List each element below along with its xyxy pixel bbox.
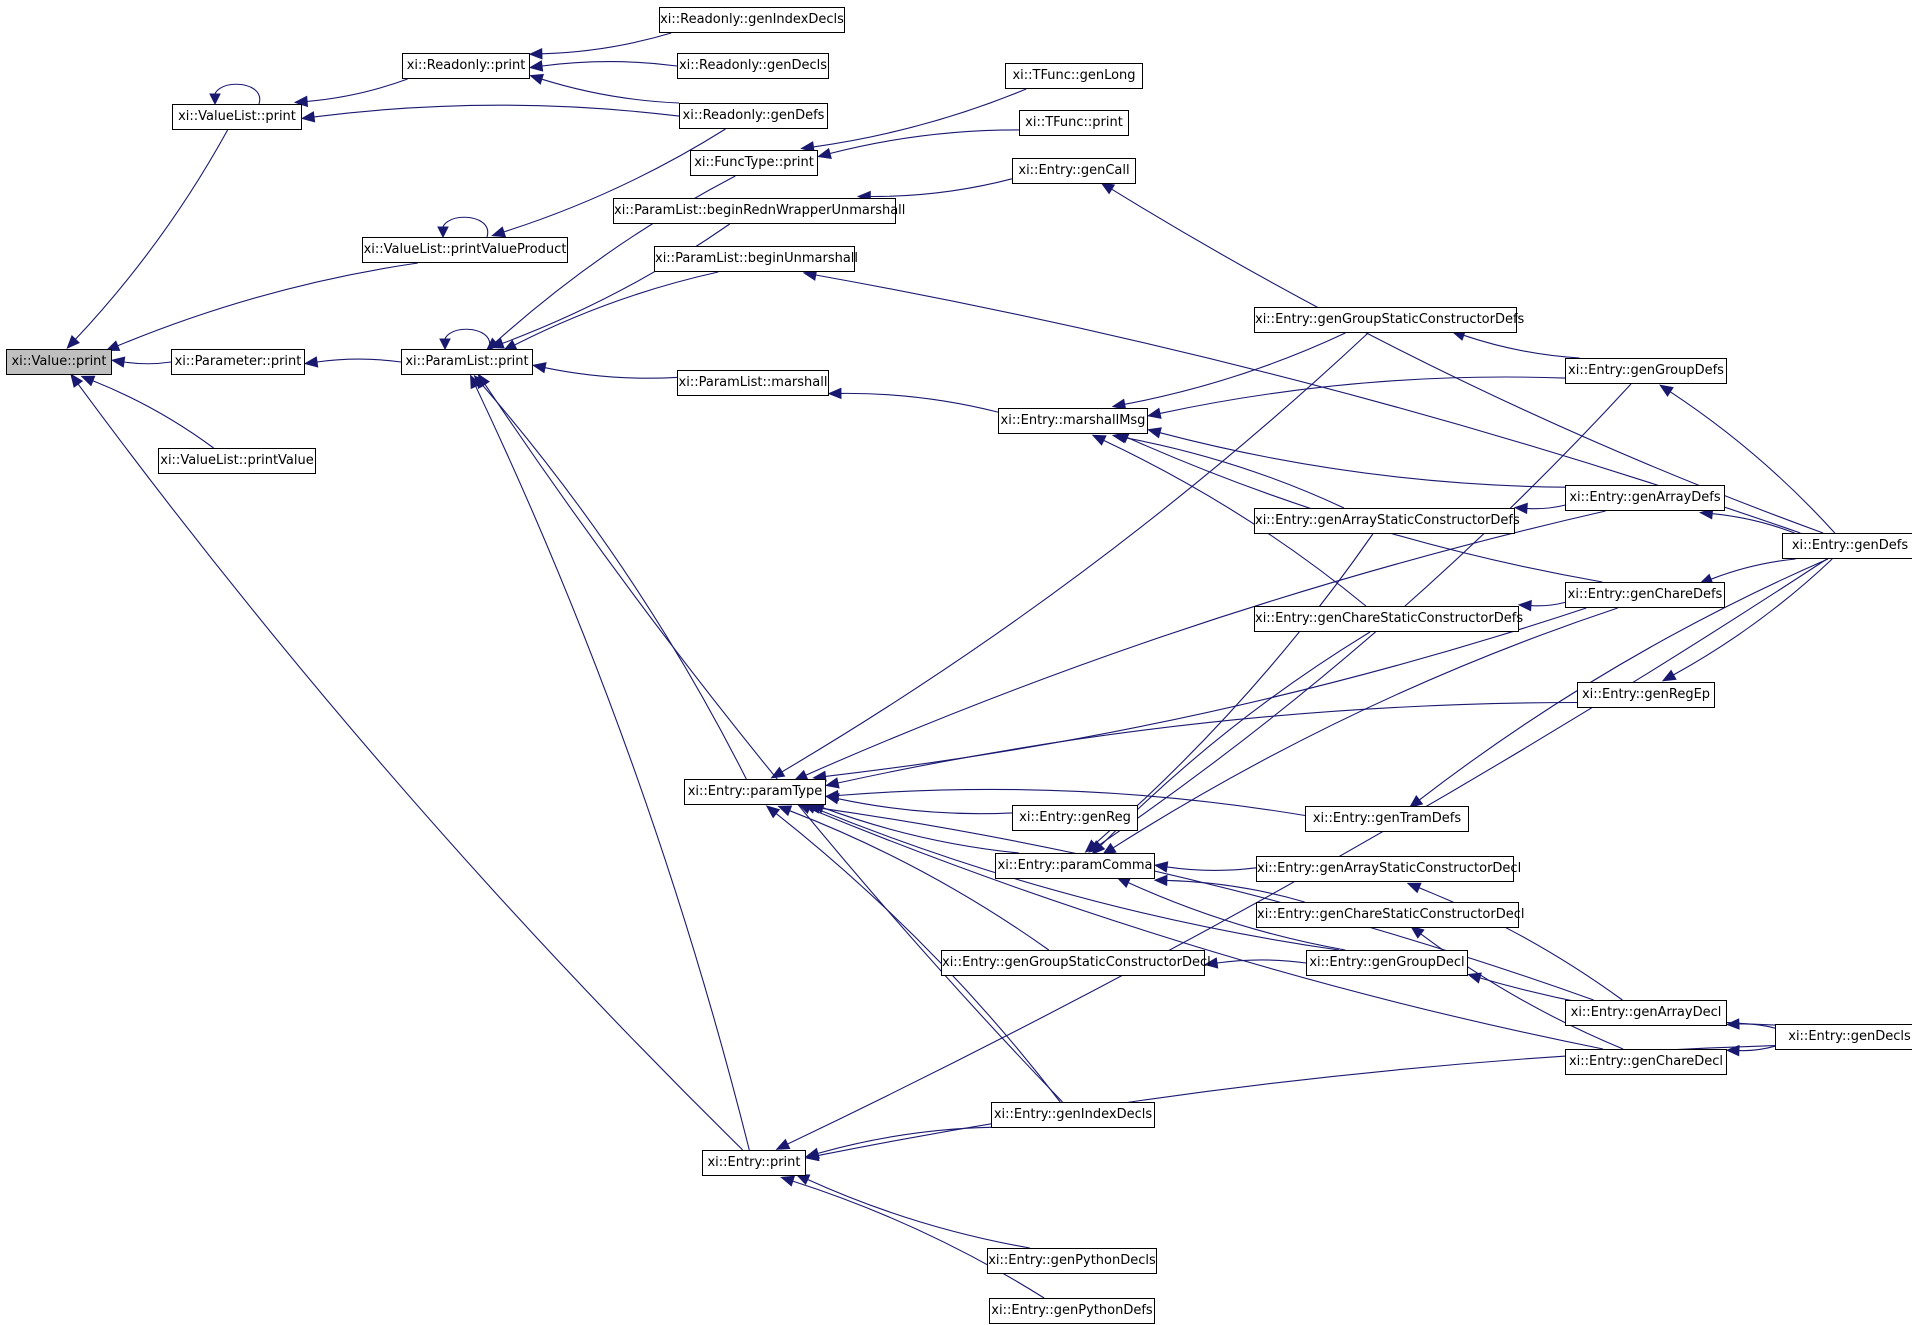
node-paramlist-beginredn[interactable]: xi::ParamList::beginRednWrapperUnmarshal… xyxy=(613,198,905,224)
node-entry-gendefs[interactable]: xi::Entry::genDefs xyxy=(1782,533,1912,559)
node-paramlist-print[interactable]: xi::ParamList::print xyxy=(401,349,533,375)
node-paramlist-marshall[interactable]: xi::ParamList::marshall xyxy=(677,370,829,396)
edge-entry-genpythondefs-to-entry-print xyxy=(780,1175,1045,1299)
node-entry-genarraydefs[interactable]: xi::Entry::genArrayDefs xyxy=(1565,485,1725,511)
edge-entry-genarraydefs-to-entry-paramtype xyxy=(793,510,1606,781)
node-readonly-gendecls[interactable]: xi::Readonly::genDecls xyxy=(677,53,829,79)
edge-entry-gentramdefs-to-entry-paramtype xyxy=(824,788,1306,817)
node-entry-gengroupstaticconstructordefs[interactable]: xi::Entry::genGroupStaticConstructorDefs xyxy=(1254,307,1524,333)
node-entry-genregep[interactable]: xi::Entry::genRegEp xyxy=(1577,682,1715,708)
edge-entry-gendefs-to-entry-gentramdefs xyxy=(1408,558,1829,808)
edge-entry-gengroupstaticconstructordecl-to-entry-paramtype xyxy=(777,805,1050,951)
node-entry-gengroupdefs[interactable]: xi::Entry::genGroupDefs xyxy=(1565,358,1727,384)
edge-entry-gengroupdefs-to-entry-marshallmsg xyxy=(1146,376,1566,419)
edge-entry-print-to-value-print xyxy=(70,373,744,1151)
node-entry-paramcomma[interactable]: xi::Entry::paramComma xyxy=(995,853,1155,879)
edge-valuelist-print-to-value-print xyxy=(66,129,229,349)
edge-parameter-print-to-value-print xyxy=(110,356,172,368)
edge-entry-gendefs-to-entry-genarraydefs xyxy=(1699,508,1795,534)
edge-entry-gengroupdecl-to-entry-paramcomma xyxy=(1116,877,1346,951)
node-entry-genarraydecl[interactable]: xi::Entry::genArrayDecl xyxy=(1565,1000,1727,1026)
node-valuelist-print[interactable]: xi::ValueList::print xyxy=(172,104,302,130)
edge-entry-genindexdecls-to-paramlist-print xyxy=(477,373,1063,1103)
node-entry-genindexdecls[interactable]: xi::Entry::genIndexDecls xyxy=(991,1102,1155,1128)
edge-entry-genindexdecls-to-entry-print xyxy=(805,1126,992,1159)
node-valuelist-printvalueproduct[interactable]: xi::ValueList::printValueProduct xyxy=(362,237,568,263)
node-entry-marshallmsg[interactable]: xi::Entry::marshallMsg xyxy=(998,408,1148,434)
node-value-print[interactable]: xi::Value::print xyxy=(6,349,112,375)
node-entry-gencharestaticconstructordecl[interactable]: xi::Entry::genChareStaticConstructorDecl xyxy=(1256,902,1525,928)
edge-entry-paramtype-to-paramlist-print xyxy=(473,374,747,780)
node-entry-gendecls[interactable]: xi::Entry::genDecls xyxy=(1775,1024,1912,1050)
node-entry-paramtype[interactable]: xi::Entry::paramType xyxy=(684,779,826,805)
edge-entry-gengroupstaticconstructordefs-to-entry-paramtype xyxy=(770,332,1369,779)
node-entry-gencall[interactable]: xi::Entry::genCall xyxy=(1012,158,1136,184)
edge-entry-gendecls-to-entry-genarraydecl xyxy=(1725,1018,1776,1030)
edge-entry-genreg-to-entry-paramtype xyxy=(824,793,1013,815)
node-entry-gencharedefs[interactable]: xi::Entry::genChareDefs xyxy=(1565,582,1725,608)
node-entry-genreg[interactable]: xi::Entry::genReg xyxy=(1012,805,1138,831)
edge-entry-marshallmsg-to-paramlist-marshall xyxy=(827,387,999,413)
edge-paramlist-beginunmarshall-to-paramlist-print xyxy=(502,271,719,351)
edge-paramlist-beginredn-to-paramlist-print xyxy=(489,223,731,349)
edge-readonly-genindexdecls-to-readonly-print xyxy=(528,32,672,60)
node-readonly-genindexdecls[interactable]: xi::Readonly::genIndexDecls xyxy=(659,7,845,33)
node-tfunc-print[interactable]: xi::TFunc::print xyxy=(1019,110,1129,136)
node-readonly-gendefs[interactable]: xi::Readonly::genDefs xyxy=(679,103,828,129)
edge-paramlist-print-to-paramlist-print xyxy=(439,328,491,351)
edge-valuelist-printvalueproduct-to-valuelist-printvalueproduct xyxy=(437,216,489,239)
node-readonly-print[interactable]: xi::Readonly::print xyxy=(402,53,530,79)
node-entry-genarraystaticconstructordecl[interactable]: xi::Entry::genArrayStaticConstructorDecl xyxy=(1256,856,1521,882)
node-entry-gengroupdecl[interactable]: xi::Entry::genGroupDecl xyxy=(1306,950,1468,976)
edge-entry-gengroupstaticconstructordefs-to-entry-marshallmsg xyxy=(1111,332,1346,410)
node-entry-gencharestaticconstructordefs[interactable]: xi::Entry::genChareStaticConstructorDefs xyxy=(1254,606,1523,632)
node-entry-gencharedecl[interactable]: xi::Entry::genChareDecl xyxy=(1565,1049,1727,1075)
edge-readonly-print-to-valuelist-print xyxy=(293,78,408,108)
node-entry-genarraystaticconstructordefs[interactable]: xi::Entry::genArrayStaticConstructorDefs xyxy=(1254,508,1520,534)
edge-entry-genarraydefs-to-entry-marshallmsg xyxy=(1147,427,1566,488)
edge-tfunc-print-to-functype-print xyxy=(817,129,1020,160)
edge-entry-gencharestaticconstructordecl-to-entry-paramcomma xyxy=(1153,874,1305,903)
edge-paramlist-marshall-to-paramlist-print xyxy=(531,362,678,379)
edge-readonly-gendefs-to-valuelist-printvalueproduct xyxy=(491,128,726,238)
edge-entry-gengroupdecl-to-entry-gengroupstaticconstructordecl xyxy=(1203,957,1307,969)
edge-entry-genarraydecl-to-entry-genarraystaticconstructordecl xyxy=(1406,882,1623,1001)
edge-tfunc-genlong-to-functype-print xyxy=(800,88,1027,153)
edge-entry-gencharedefs-to-entry-paramtype xyxy=(812,607,1587,783)
edge-paramlist-print-to-parameter-print xyxy=(303,356,402,368)
node-parameter-print[interactable]: xi::Parameter::print xyxy=(171,349,305,375)
edge-entry-print-to-paramlist-print xyxy=(470,374,750,1151)
node-paramlist-beginunmarshall[interactable]: xi::ParamList::beginUnmarshall xyxy=(654,246,858,272)
edge-entry-genindexdecls-to-entry-paramtype xyxy=(765,805,1061,1103)
edge-entry-genarraystaticconstructordefs-to-entry-marshallmsg xyxy=(1111,432,1345,509)
edge-valuelist-printvalueproduct-to-value-print xyxy=(105,262,418,351)
edge-entry-genpythondecls-to-entry-print xyxy=(795,1174,1030,1249)
edge-readonly-gendefs-to-valuelist-print xyxy=(300,104,680,123)
edge-entry-gendefs-to-entry-genregep xyxy=(1661,558,1833,682)
node-entry-genpythondecls[interactable]: xi::Entry::genPythonDecls xyxy=(987,1248,1157,1274)
edge-entry-genregep-to-entry-paramtype xyxy=(824,701,1578,789)
edge-entry-genarraydefs-to-entry-genarraystaticconstructordefs xyxy=(1513,502,1566,515)
node-entry-gentramdefs[interactable]: xi::Entry::genTramDefs xyxy=(1305,806,1469,832)
node-tfunc-genlong[interactable]: xi::TFunc::genLong xyxy=(1005,63,1143,89)
node-functype-print[interactable]: xi::FuncType::print xyxy=(690,150,818,176)
edge-entry-genarraystaticconstructordecl-to-entry-paramcomma xyxy=(1153,861,1257,873)
edge-entry-gengroupdefs-to-entry-gengroupstaticconstructordefs xyxy=(1451,330,1580,359)
node-entry-print[interactable]: xi::Entry::print xyxy=(702,1150,806,1176)
edge-entry-gencharedefs-to-entry-gencharestaticconstructordefs xyxy=(1517,599,1566,612)
edge-readonly-gendecls-to-readonly-print xyxy=(528,60,678,72)
edge-entry-gendefs-to-entry-gengroupdefs xyxy=(1659,384,1836,534)
edge-valuelist-printvalue-to-value-print xyxy=(80,375,214,449)
edge-entry-gencharestaticconstructordefs-to-entry-marshallmsg xyxy=(1091,434,1367,607)
edge-entry-gendecls-to-entry-gencharedecl xyxy=(1725,1044,1776,1057)
node-entry-gengroupstaticconstructordecl[interactable]: xi::Entry::genGroupStaticConstructorDecl xyxy=(941,950,1211,976)
node-entry-genpythondefs[interactable]: xi::Entry::genPythonDefs xyxy=(989,1298,1155,1324)
edge-valuelist-print-to-valuelist-print xyxy=(209,83,261,106)
node-valuelist-printvalue[interactable]: xi::ValueList::printValue xyxy=(158,448,316,474)
edge-readonly-gendefs-to-readonly-print xyxy=(529,73,680,104)
